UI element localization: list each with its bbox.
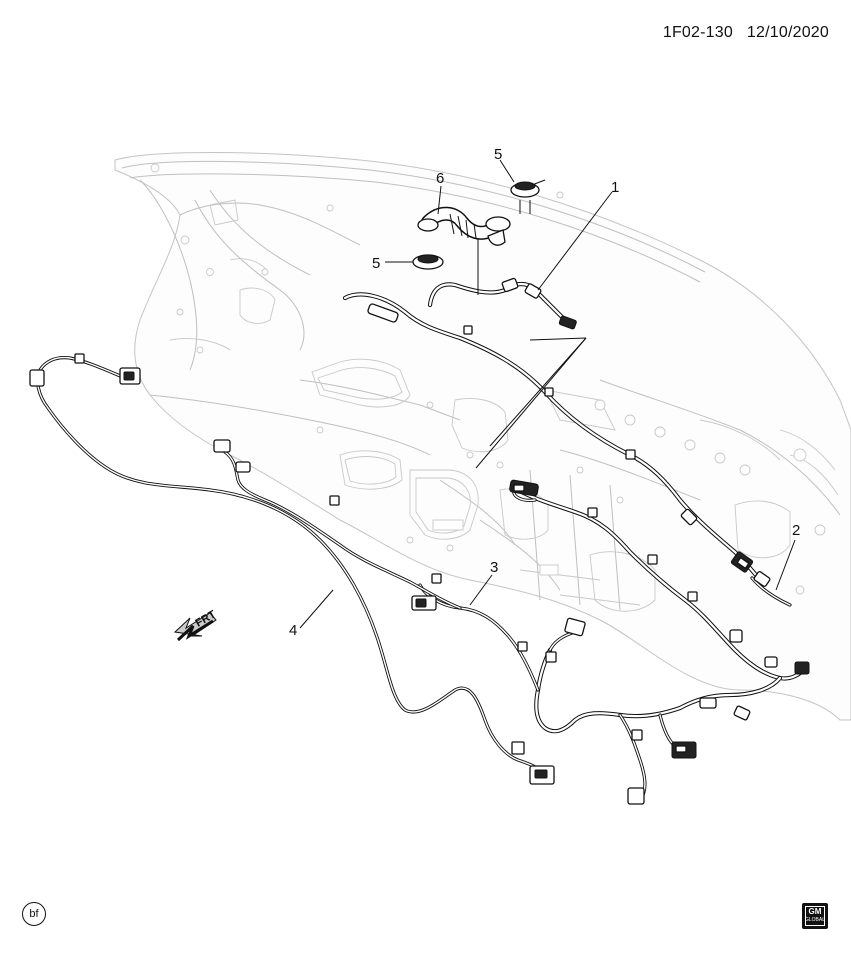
gm-logo-subtext: GLOBAL <box>804 917 825 923</box>
callout-2: 2 <box>792 522 800 539</box>
callout-5-lower: 5 <box>372 255 380 272</box>
callout-3: 3 <box>490 559 498 576</box>
grommet-part-5-upper <box>510 179 546 214</box>
callout-6: 6 <box>436 170 444 187</box>
tube-grommet-part-6 <box>417 206 511 246</box>
gm-logo-frame <box>805 906 825 926</box>
grommet-part-5-lower <box>412 254 444 270</box>
gm-logo-text: GM <box>808 907 822 916</box>
callout-5-upper: 5 <box>494 146 502 163</box>
front-direction-arrow: FRT <box>173 608 218 642</box>
diagram-code: 1F02-130 <box>662 24 733 41</box>
callout-1: 1 <box>611 179 619 196</box>
diagram-header: 1F02-130 12/10/2020 <box>663 24 829 42</box>
harness-part-4 <box>29 353 555 785</box>
leader-lines <box>299 159 796 629</box>
callout-4: 4 <box>289 622 297 639</box>
harness-part-2 <box>750 571 792 607</box>
bf-badge: bf <box>22 902 46 926</box>
harness-part-3 <box>213 439 810 805</box>
harness-part-1 <box>342 277 763 583</box>
gm-logo: GM GLOBAL <box>802 903 828 929</box>
diagram-date: 12/10/2020 <box>746 24 829 41</box>
